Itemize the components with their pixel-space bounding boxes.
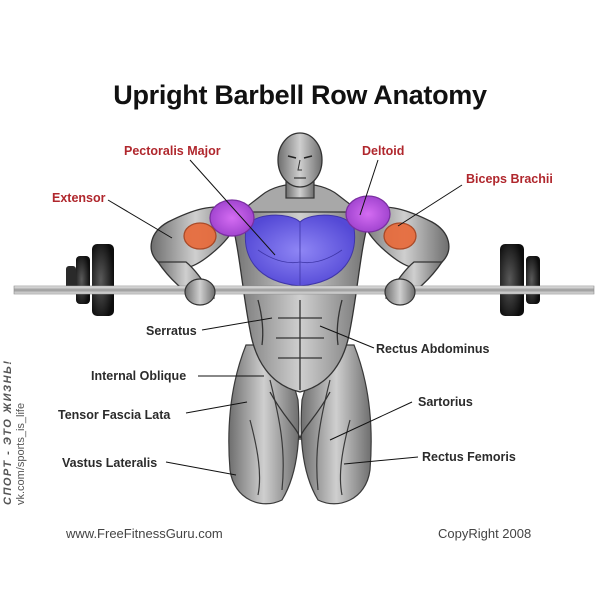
left-arm [150, 199, 255, 303]
left-weight-plates [66, 244, 114, 316]
label-rectus-femoris: Rectus Femoris [422, 450, 516, 464]
label-serratus: Serratus [146, 324, 197, 338]
leader-lines [107, 159, 463, 476]
footer-website: www.FreeFitnessGuru.com [66, 526, 223, 541]
label-tensor-fascia-lata: Tensor Fascia Lata [58, 408, 171, 422]
watermark-vk-link: vk.com/sports_is_life [15, 402, 27, 505]
page-title: Upright Barbell Row Anatomy [113, 80, 487, 110]
label-pectoralis-major: Pectoralis Major [124, 144, 221, 158]
label-extensor: Extensor [52, 191, 106, 205]
head [277, 132, 323, 188]
left-hand [184, 278, 216, 306]
label-internal-oblique: Internal Oblique [91, 369, 187, 383]
barbell-bar [13, 285, 595, 295]
label-biceps-brachii: Biceps Brachii [466, 172, 553, 186]
label-vastus-lateralis: Vastus Lateralis [62, 456, 158, 470]
watermark-russian-text: СПОРТ - ЭТО ЖИЗНЬ! [2, 359, 14, 506]
label-rectus-abdominus: Rectus Abdominus [376, 342, 490, 356]
label-deltoid: Deltoid [362, 144, 405, 158]
right-weight-plates [500, 244, 540, 316]
right-hand [384, 278, 416, 306]
vertical-watermark: СПОРТ - ЭТО ЖИЗНЬ! vk.com/sports_is_life [2, 255, 28, 506]
label-sartorius: Sartorius [418, 395, 473, 409]
footer-copyright: CopyRight 2008 [438, 526, 532, 541]
